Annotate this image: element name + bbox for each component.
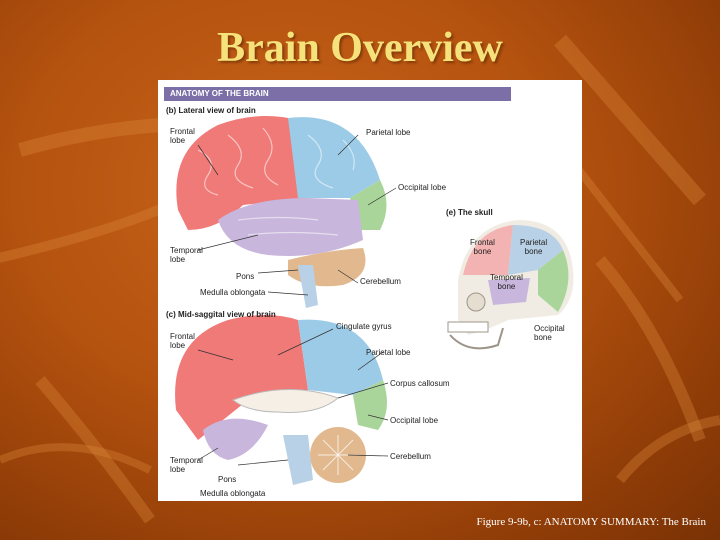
midsagittal-brain-drawing — [175, 315, 387, 485]
anatomy-figure: ANATOMY OF THE BRAIN (b) Lateral view of… — [158, 80, 582, 501]
midsagittal-view-heading: (c) Mid-saggital view of brain — [166, 310, 276, 319]
mid-medulla-label: Medulla oblongata — [200, 489, 265, 498]
lateral-cerebellum-label: Cerebellum — [360, 277, 401, 286]
mid-parietal-lobe-label: Parietal lobe — [366, 348, 410, 357]
skull-heading: (e) The skull — [446, 208, 493, 217]
figure-header: ANATOMY OF THE BRAIN — [164, 87, 511, 101]
cingulate-gyrus-label: Cingulate gyrus — [336, 322, 392, 331]
lateral-parietal-lobe-label: Parietal lobe — [366, 128, 410, 137]
lateral-pons-label: Pons — [236, 272, 254, 281]
mid-cerebellum-label: Cerebellum — [390, 452, 431, 461]
slide-title: Brain Overview — [0, 24, 720, 72]
mid-pons-label: Pons — [218, 475, 236, 484]
lateral-medulla-label: Medulla oblongata — [200, 288, 265, 297]
corpus-callosum-label: Corpus callosum — [390, 379, 450, 388]
figure-caption: Figure 9-9b, c: ANATOMY SUMMARY: The Bra… — [477, 516, 707, 528]
mid-occipital-lobe-label: Occipital lobe — [390, 416, 438, 425]
lateral-brain-drawing — [176, 116, 386, 308]
lateral-occipital-lobe-label: Occipital lobe — [398, 183, 446, 192]
lateral-view-heading: (b) Lateral view of brain — [166, 106, 256, 115]
